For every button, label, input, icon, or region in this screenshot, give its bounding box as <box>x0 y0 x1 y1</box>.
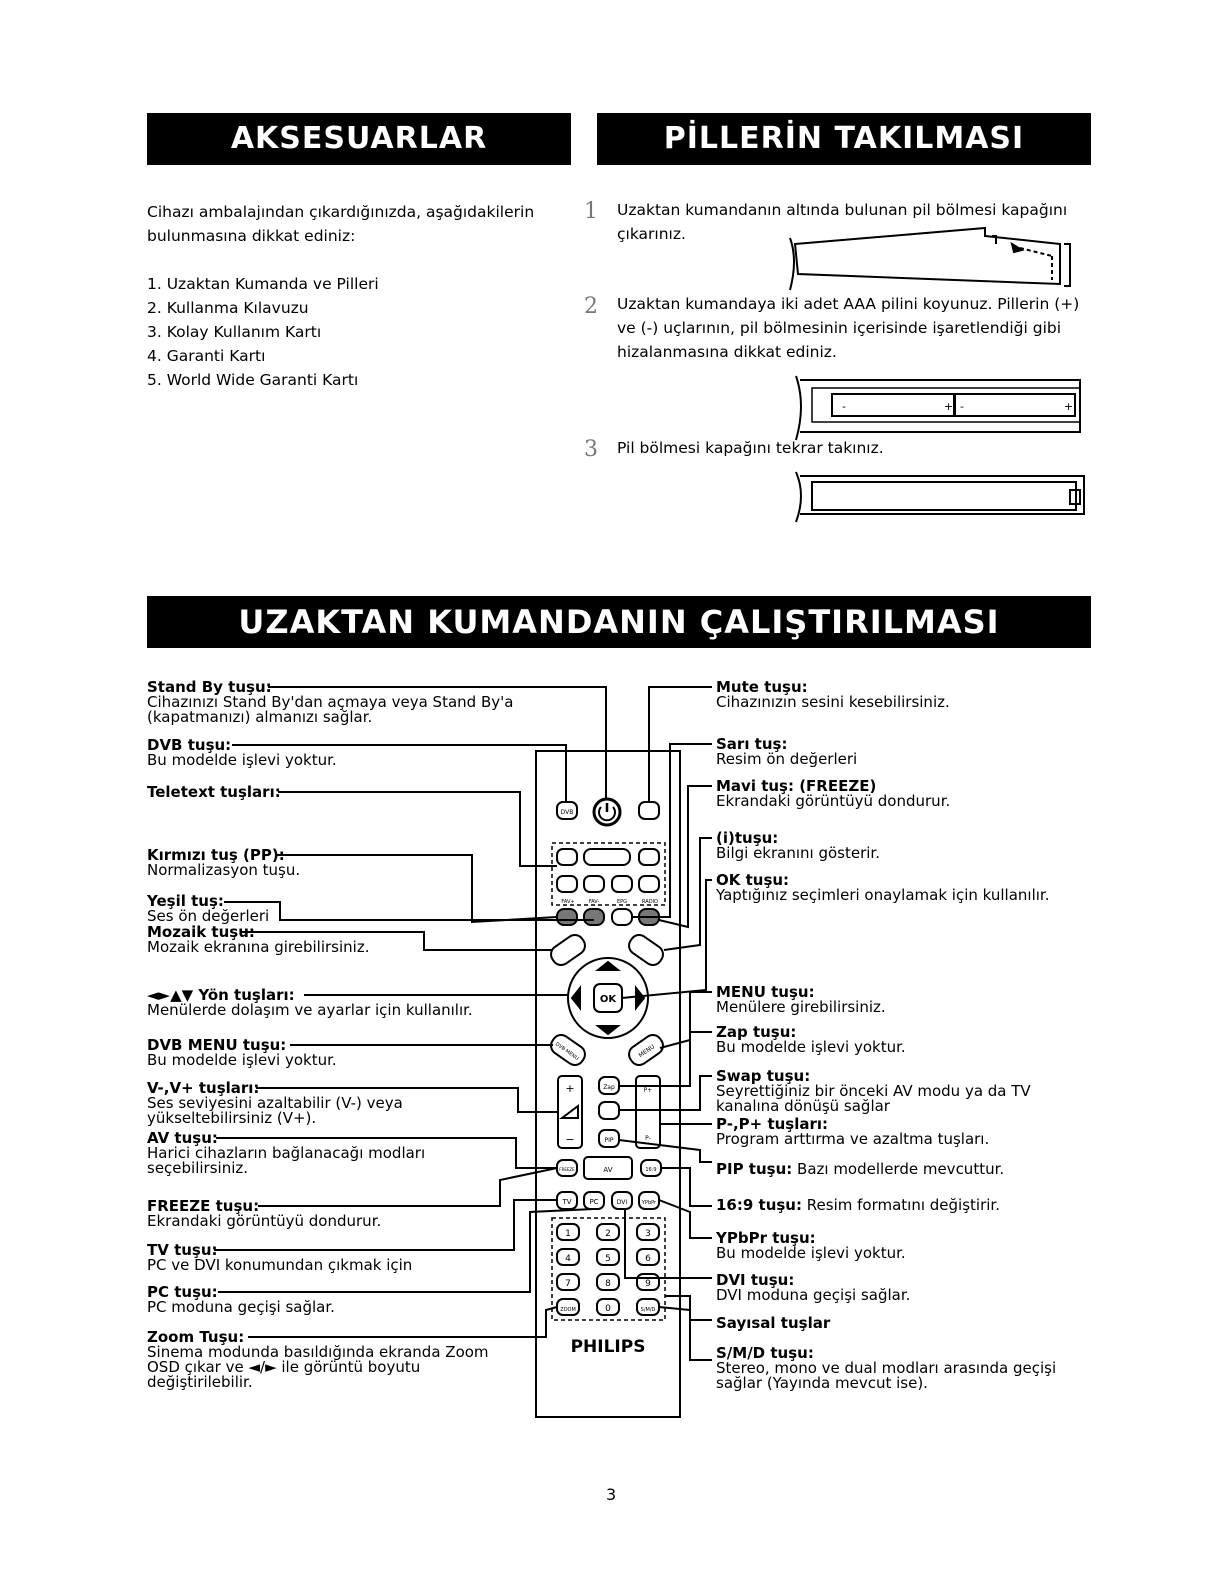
key-label: EPG <box>617 899 627 905</box>
list-item: 1. Uzaktan Kumanda ve Pilleri <box>147 275 379 293</box>
red-button <box>556 908 578 926</box>
key-label: ZOOM <box>560 1307 576 1313</box>
callout-green: Yeşil tuş: Ses ön değerleri <box>147 892 270 925</box>
callout-dvb-menu: DVB MENU tuşu: Bu modelde işlevi yoktur. <box>147 1036 337 1069</box>
callout-info: (i)tuşu: Bilgi ekranını gösterir. <box>716 829 880 862</box>
remote-body <box>535 750 681 1418</box>
callout-dvb: DVB tuşu: Bu modelde işlevi yoktur. <box>147 736 337 769</box>
callout-mosaic: Mozaik tuşu: Mozaik ekranına girebilirsi… <box>147 923 370 956</box>
key-label: FAV+ <box>561 899 574 905</box>
key-label: YPbPr <box>641 1200 657 1206</box>
callout-arrows: ◄►▲▼ Yön tuşları: Menülerde dolaşım ve a… <box>147 986 473 1019</box>
step-text: Pil bölmesi kapağını tekrar takınız. <box>617 439 884 457</box>
key-label: 16:9 <box>645 1167 656 1173</box>
key-label: + <box>565 1082 574 1095</box>
info-button <box>628 934 664 966</box>
key-label: FREEZE <box>559 1167 575 1172</box>
program-rocker <box>635 1075 661 1149</box>
key-label: 5 <box>605 1254 611 1264</box>
callout-digits: Sayısal tuşlar <box>716 1314 831 1332</box>
key-label: 4 <box>565 1254 571 1264</box>
callout-pc: PC tuşu: PC moduna geçişi sağlar. <box>147 1283 335 1316</box>
dvb-menu-button <box>550 1034 586 1066</box>
callout-red: Kırmızı tuş (PP): Normalizasyon tuşu. <box>147 846 301 879</box>
mosaic-button <box>550 934 586 966</box>
callout-smd: S/M/D tuşu: Stereo, mono ve dual modları… <box>716 1344 1057 1392</box>
brand-logo: PHILIPS <box>571 1337 646 1357</box>
list-item: 4. Garanti Kartı <box>147 347 266 365</box>
key-label: 9 <box>645 1279 651 1289</box>
key-label: − <box>565 1133 574 1146</box>
callout-zap: Zap tuşu: Bu modelde işlevi yoktur. <box>716 1023 906 1056</box>
dvi-button <box>611 1191 633 1210</box>
list-item: 5. World Wide Garanti Kartı <box>147 371 359 389</box>
batteries-title: PİLLERİN TAKILMASI <box>663 121 1025 156</box>
callout-mute: Mute tuşu: Cihazınızın sesini kesebilirs… <box>716 678 950 711</box>
key-label: DVB <box>561 809 574 816</box>
remote-section-title: UZAKTAN KUMANDANIN ÇALIŞTIRILMASI <box>238 603 1000 641</box>
callout-swap: Swap tuşu: Seyrettiğiniz bir önceki AV m… <box>716 1067 1031 1115</box>
step-number: 3 <box>584 437 598 462</box>
step-text: Uzaktan kumandaya iki adet AAA pilini ko… <box>617 295 1080 361</box>
page-number: 3 <box>606 1485 617 1504</box>
remote-section-header: UZAKTAN KUMANDANIN ÇALIŞTIRILMASI <box>147 596 1091 648</box>
key-label: OK <box>600 994 618 1005</box>
callout-teletext: Teletext tuşları: <box>147 783 281 801</box>
pip-button <box>598 1129 620 1148</box>
accessories-intro: Cihazı ambalajından çıkardığınızda, aşağ… <box>147 203 535 245</box>
key-label: P+ <box>644 1087 653 1094</box>
list-item: 3. Kolay Kullanım Kartı <box>147 323 322 341</box>
key-label: AV <box>603 1166 612 1174</box>
callout-tv: TV tuşu: PC ve DVI konumundan çıkmak içi… <box>147 1241 413 1274</box>
list-item: 2. Kullanma Kılavuzu <box>147 299 309 317</box>
key-label: 7 <box>565 1279 571 1289</box>
callout-dvi: DVI tuşu: DVI moduna geçişi sağlar. <box>716 1271 911 1304</box>
menu-button <box>628 1034 664 1066</box>
swap-button <box>598 1101 620 1120</box>
callout-ypbpr: YPbPr tuşu: Bu modelde işlevi yoktur. <box>716 1229 906 1262</box>
batteries-header: PİLLERİN TAKILMASI <box>597 113 1091 165</box>
callout-ok: OK tuşu: Yaptığınız seçimleri onaylamak … <box>716 871 1050 904</box>
callout-volume: V-,V+ tuşları: Ses seviyesini azaltabili… <box>147 1079 403 1127</box>
key-label: RADIO <box>642 899 658 905</box>
callout-standby: Stand By tuşu: Cihazınızı Stand By'dan a… <box>147 678 514 726</box>
mute-button <box>638 801 660 820</box>
callout-ratio: 16:9 tuşu: Resim formatını değiştirir. <box>716 1196 1000 1214</box>
callout-freeze: FREEZE tuşu: Ekrandaki görüntüyü donduru… <box>147 1197 382 1230</box>
key-label: 0 <box>605 1304 611 1314</box>
nav-ring <box>567 957 649 1039</box>
callout-menu: MENU tuşu: Menülere girebilirsiniz. <box>716 983 886 1016</box>
key-label: 2 <box>605 1229 611 1239</box>
key-label: 8 <box>605 1279 611 1289</box>
key-label: 3 <box>645 1229 651 1239</box>
step-text: Uzaktan kumandanın altında bulunan pil b… <box>617 201 1068 243</box>
key-label: FAV- <box>589 899 600 905</box>
yellow-button <box>611 908 633 926</box>
key-label: Zap <box>603 1084 615 1091</box>
key-label: 1 <box>565 1229 571 1239</box>
key-label: P- <box>645 1135 651 1142</box>
callout-zoom: Zoom Tuşu: Sinema modunda basıldığında e… <box>147 1328 489 1391</box>
accessories-list: 1. Uzaktan Kumanda ve Pilleri 2. Kullanm… <box>147 272 379 392</box>
key-label: PC <box>589 1198 598 1206</box>
av-button <box>583 1156 633 1180</box>
callout-av: AV tuşu: Harici cihazların bağlanacağı m… <box>147 1129 426 1177</box>
green-button <box>583 908 605 926</box>
accessories-header: AKSESUARLAR <box>147 113 571 165</box>
step-number: 2 <box>584 294 598 319</box>
accessories-title: AKSESUARLAR <box>230 121 488 156</box>
callout-program: P-,P+ tuşları: Program arttırma ve azalt… <box>716 1115 990 1148</box>
key-label: S/M/D <box>641 1307 656 1313</box>
key-label: TV <box>561 1198 571 1206</box>
key-label: PIP <box>604 1137 613 1144</box>
key-label: DVI <box>617 1199 628 1206</box>
callout-yellow: Sarı tuş: Resim ön değerleri <box>716 735 858 768</box>
callout-blue: Mavi tuş: (FREEZE) Ekrandaki görüntüyü d… <box>716 777 951 810</box>
step-number: 1 <box>584 199 598 224</box>
key-label: 6 <box>645 1254 651 1264</box>
callout-pip: PIP tuşu: Bazı modellerde mevcuttur. <box>716 1160 1005 1178</box>
